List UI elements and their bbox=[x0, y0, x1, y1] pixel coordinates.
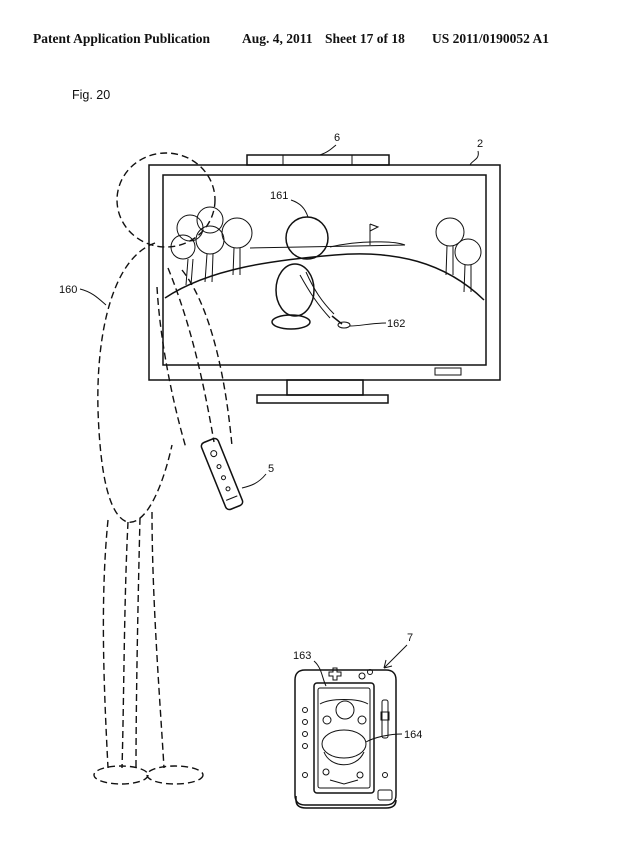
trees-left bbox=[170, 206, 253, 286]
terminal-device bbox=[294, 667, 397, 809]
ref-television: 2 bbox=[477, 138, 483, 150]
television bbox=[148, 154, 501, 404]
tv-stand-base bbox=[256, 394, 389, 404]
trees-right bbox=[435, 217, 482, 293]
ref-golf-club: 162 bbox=[387, 318, 405, 330]
ref-player-character: 161 bbox=[270, 190, 288, 202]
figure-label: Fig. 20 bbox=[72, 88, 111, 102]
ref-terminal-screen-bottom: 164 bbox=[404, 729, 422, 741]
ref-user: 160 bbox=[59, 284, 77, 296]
tv-stand-neck bbox=[286, 379, 364, 396]
page-header: Patent Application Publication Aug. 4, 2… bbox=[0, 31, 620, 53]
terminal-screen-top bbox=[319, 699, 369, 725]
dpad-icon bbox=[328, 667, 342, 681]
ref-terminal: 7 bbox=[407, 632, 413, 644]
publication-date: Aug. 4, 2011 bbox=[242, 31, 313, 46]
ref-marker: 6 bbox=[334, 132, 340, 144]
golf-game-scene bbox=[164, 206, 485, 330]
ref-terminal-screen-top: 163 bbox=[293, 650, 311, 662]
ref-controller: 5 bbox=[268, 463, 274, 475]
terminal-screen-bottom bbox=[321, 729, 367, 785]
tv-screen bbox=[162, 174, 487, 366]
marker-device bbox=[246, 154, 390, 166]
publication-title: Patent Application Publication bbox=[33, 31, 211, 46]
user-outline bbox=[93, 152, 233, 785]
player-character bbox=[271, 216, 351, 330]
reference-numerals: 6 2 161 162 160 5 7 163 164 bbox=[59, 132, 483, 743]
sheet-number: Sheet 17 of 18 bbox=[325, 31, 405, 46]
controller bbox=[200, 437, 244, 511]
patent-number: US 2011/0190052 A1 bbox=[432, 31, 550, 46]
